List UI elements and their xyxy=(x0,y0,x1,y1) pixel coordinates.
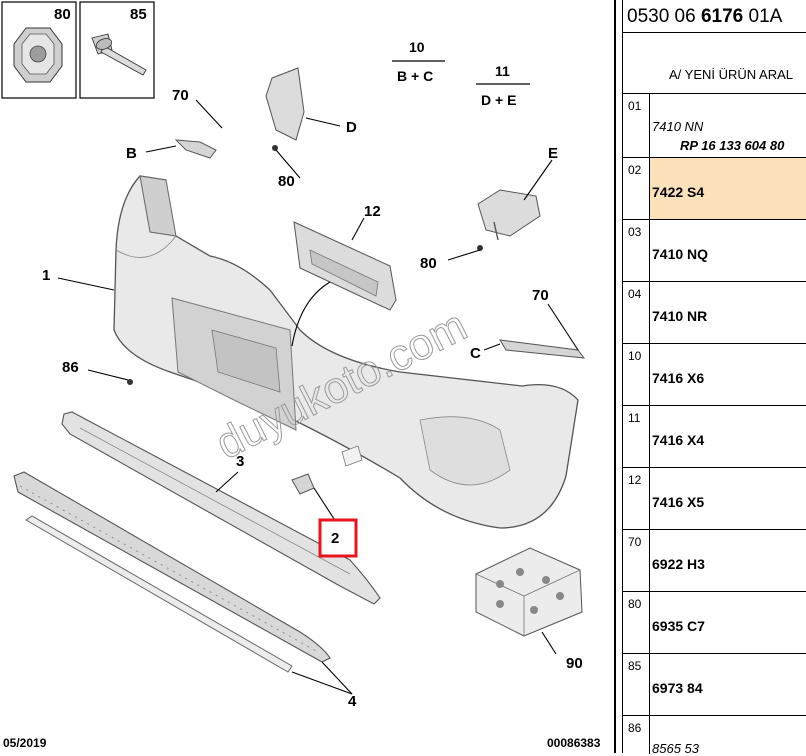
inset-rivet: 85 xyxy=(79,1,155,99)
table-row[interactable]: 04 7410 NR xyxy=(623,281,806,344)
table-row-selected[interactable]: 02 7422 S4 xyxy=(623,157,806,220)
highlighted-part-2[interactable]: 2 xyxy=(318,518,358,558)
table-row[interactable]: 10 7416 X6 xyxy=(623,343,806,406)
exploded-parts-diagram: 80 85 10 B + C 11 D + E xyxy=(1,1,601,750)
callout-80-a: 80 xyxy=(278,173,295,190)
row-index: 01 xyxy=(628,99,642,113)
row-ref: 7416 X5 xyxy=(652,494,705,510)
row-index: 02 xyxy=(628,163,642,177)
row-ref: 7410 NN xyxy=(652,119,704,134)
inset-nut: 80 xyxy=(1,1,77,99)
table-row[interactable]: 70 6922 H3 xyxy=(623,529,806,592)
rear-bumper-cover xyxy=(113,175,579,529)
bracket-e xyxy=(477,189,541,241)
row-ref: 6922 H3 xyxy=(652,556,705,572)
panel-divider xyxy=(614,0,616,753)
footer-code: 00086383 xyxy=(547,736,601,750)
table-row[interactable]: 86 8565 53 xyxy=(623,715,806,756)
tow-cover-part-2 xyxy=(291,445,363,495)
nut-icon xyxy=(13,27,63,83)
callout-b: B xyxy=(126,145,137,162)
fastener-kit-part-90 xyxy=(475,547,583,637)
footer-date: 05/2019 xyxy=(3,736,47,750)
row-index: 03 xyxy=(628,225,642,239)
inset-label-85: 85 xyxy=(130,6,147,23)
callout-90: 90 xyxy=(566,655,583,672)
table-row[interactable]: 12 7416 X5 xyxy=(623,467,806,530)
table-row[interactable]: 80 6935 C7 xyxy=(623,591,806,654)
table-row[interactable]: 01 7410 NN RP 16 133 604 80 xyxy=(623,93,806,158)
callout-c: C xyxy=(470,345,481,362)
row-ref: 7410 NQ xyxy=(652,246,709,262)
callout-86: 86 xyxy=(62,359,79,376)
row-index: 85 xyxy=(628,659,642,673)
callout-4: 4 xyxy=(348,693,357,710)
callout-2: 2 xyxy=(331,530,339,547)
row-index: 86 xyxy=(628,721,642,735)
bracket-part-12 xyxy=(293,221,397,311)
row-index: 04 xyxy=(628,287,642,301)
group-10-letters: B + C xyxy=(397,68,433,84)
trim-strip-part-4 xyxy=(25,515,293,673)
parts-reference-table: 0530 06 6176 01A A/ YENİ ÜRÜN ARAL 01 74… xyxy=(622,0,806,756)
clip-b xyxy=(174,139,217,159)
row-index: 12 xyxy=(628,473,642,487)
row-index: 10 xyxy=(628,349,642,363)
table-row[interactable]: 03 7410 NQ xyxy=(623,219,806,282)
row-rp-number: RP 16 133 604 80 xyxy=(680,138,785,153)
row-index: 11 xyxy=(628,411,641,425)
lower-moulding-part-4 xyxy=(13,471,331,663)
row-index: 70 xyxy=(628,535,642,549)
callout-e: E xyxy=(548,145,558,162)
callout-d: D xyxy=(346,119,357,136)
row-ref: 6935 C7 xyxy=(652,618,705,634)
callout-12: 12 xyxy=(364,203,381,220)
table-row[interactable]: 85 6973 84 xyxy=(623,653,806,716)
callout-1: 1 xyxy=(42,267,50,284)
group-11-letters: D + E xyxy=(481,92,516,108)
nut-80-b xyxy=(477,245,483,251)
table-row[interactable]: 11 7416 X4 xyxy=(623,405,806,468)
screw-86 xyxy=(127,379,133,385)
row-ref: 6973 84 xyxy=(652,680,703,696)
callout-80-b: 80 xyxy=(420,255,437,272)
bracket-d xyxy=(265,67,305,151)
callout-3: 3 xyxy=(236,453,244,470)
group-10-number: 10 xyxy=(409,39,425,55)
row-ref: 7416 X6 xyxy=(652,370,705,386)
group-11-number: 11 xyxy=(495,63,510,79)
inset-label-80: 80 xyxy=(54,6,71,23)
row-index: 80 xyxy=(628,597,642,611)
bracket-c xyxy=(499,339,586,359)
row-ref: 7410 NR xyxy=(652,308,708,324)
row-ref: 7422 S4 xyxy=(652,184,705,200)
table-subheader: A/ YENİ ÜRÜN ARAL xyxy=(669,67,794,82)
callout-70-right: 70 xyxy=(532,287,549,304)
row-ref: 8565 53 xyxy=(652,741,699,756)
row-ref: 7416 X4 xyxy=(652,432,705,448)
callout-70-top: 70 xyxy=(172,87,189,104)
lower-diffuser-part-3 xyxy=(61,411,381,605)
rivet-icon xyxy=(91,33,147,76)
table-header-code: 0530 06 6176 01A xyxy=(627,6,783,27)
